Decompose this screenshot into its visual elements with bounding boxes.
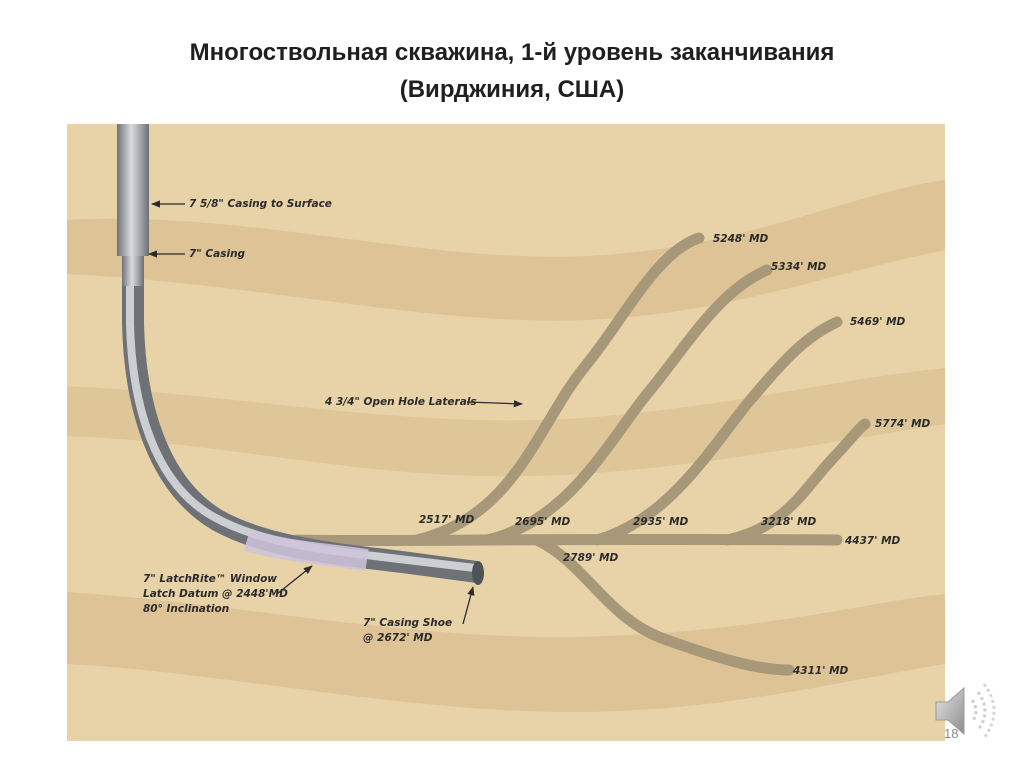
casing-shoe-end: [472, 561, 484, 585]
strata-band-upper: [67, 180, 945, 321]
label-end-4311: 4311' MD: [792, 665, 849, 677]
outer-casing: [117, 124, 149, 256]
label-end-4437: 4437' MD: [844, 535, 901, 547]
label-kickoff-2935: 2935' MD: [633, 516, 689, 528]
slide-title: Многоствольная скважина, 1-й уровень зак…: [0, 34, 1024, 108]
inner-casing-top: [122, 256, 144, 286]
lateral-5334: [481, 264, 773, 546]
label-kickoff-3218: 3218' MD: [761, 516, 817, 528]
label-end-5774: 5774' MD: [875, 418, 931, 430]
label-window-line2: Latch Datum @ 2448'MD: [143, 588, 288, 600]
label-kickoff-2789: 2789' MD: [563, 552, 619, 564]
lateral-4311: [531, 534, 795, 676]
label-window-line3: 80° Inclination: [143, 603, 229, 615]
leader-lines: [148, 200, 523, 625]
speaker-icon[interactable]: [928, 676, 1004, 746]
slide-title-line1: Многоствольная скважина, 1-й уровень зак…: [189, 39, 835, 66]
label-end-5469: 5469' MD: [850, 316, 906, 328]
latchrite-window: [243, 529, 369, 571]
strata-band-lower: [67, 592, 945, 713]
lateral-5248: [411, 232, 705, 546]
main-lateral: [291, 533, 843, 547]
label-shoe-line1: 7" Casing Shoe: [363, 617, 452, 629]
label-end-5334: 5334' MD: [771, 261, 827, 273]
leader-shoe: [462, 586, 475, 625]
lateral-5774: [721, 418, 871, 546]
page-number: 18: [944, 726, 959, 741]
label-end-5248: 5248' MD: [713, 233, 769, 245]
label-kickoff-2517: 2517' MD: [419, 514, 475, 526]
label-shoe-line2: @ 2672' MD: [363, 632, 433, 644]
leader-open-hole: [466, 400, 523, 408]
leader-window: [276, 565, 313, 595]
label-casing-7: 7" Casing: [189, 248, 246, 260]
label-window-line1: 7" LatchRite™ Window: [143, 573, 277, 585]
lateral-5469: [591, 316, 843, 546]
label-open-hole-laterals: 4 3/4" Open Hole Laterals: [324, 396, 477, 408]
strata-band-middle: [67, 368, 945, 477]
slide-title-line2: (Вирджиния, США): [399, 76, 625, 103]
open-hole-laterals: [291, 232, 871, 676]
label-kickoff-2695: 2695' MD: [515, 516, 571, 528]
label-casing-surface: 7 5/8" Casing to Surface: [189, 198, 332, 210]
multilateral-well-diagram: 7 5/8" Casing to Surface 7" Casing 4 3/4…: [67, 124, 945, 741]
